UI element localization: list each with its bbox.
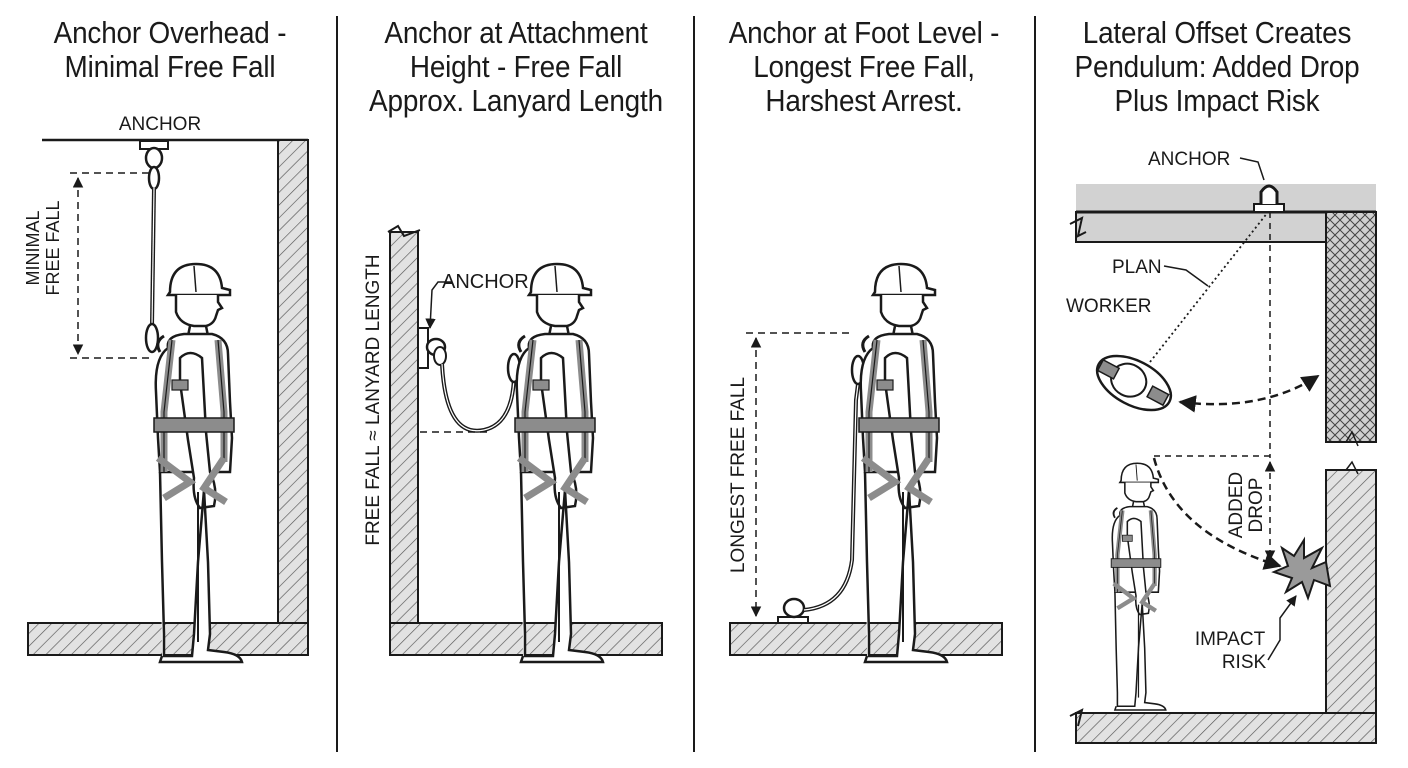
snap-hook-icon [144,322,160,354]
worker-figure [154,264,242,662]
impact-burst-icon [1271,536,1332,601]
anchor-label: ANCHOR [1148,149,1230,170]
anchor-ring-icon [1253,184,1285,213]
wall-upper [1325,211,1377,443]
panel-4-scene: ANCHOR PLAN WORKER ADDED DROP IMP [1066,149,1377,744]
plan-tether [1149,211,1269,363]
panel-3-title: Anchor at Foot Level - Longest Free Fall… [728,15,1000,118]
fall-label: LONGEST FREE FALL [728,377,749,573]
anchor-label: ANCHOR [119,114,201,135]
anchor-ring-icon [777,597,809,624]
panel-1-scene: ANCHOR MINIMAL FREE FALL [23,114,309,662]
impact-label-line2: RISK [1222,652,1267,673]
lanyard [803,383,860,612]
wall [389,231,419,624]
fall-label-line1: MINIMAL [23,210,43,285]
anchor-ring-icon [417,327,447,369]
plan-label: PLAN [1112,257,1162,278]
panel-2-scene: ANCHOR FREE FALL ≈ LANYARD LENGTH [363,224,663,662]
wall [277,139,309,624]
floor [1075,712,1377,744]
worker-figure [1111,463,1166,710]
worker-label: WORKER [1066,296,1152,317]
drop-label-line1: ADDED [1226,472,1247,539]
fall-label-line2: FREE FALL [43,200,63,295]
wall-lower [1325,469,1377,714]
panel-1-title: Anchor Overhead - Minimal Free Fall [53,15,287,84]
anchor-label: ANCHOR [442,271,529,293]
ceiling-slab [1076,184,1376,212]
swing-arrow [1178,374,1320,413]
panel-4-title: Lateral Offset Creates Pendulum: Added D… [1074,15,1360,118]
worker-figure [859,264,947,662]
fall-label: FREE FALL ≈ LANYARD LENGTH [363,254,384,545]
pendulum-swing-arrow [1152,457,1282,570]
drop-label-line2: DROP [1246,478,1267,533]
panel-2-title: Anchor at Attachment Height - Free Fall … [369,15,663,118]
floor [27,622,309,656]
worker-plan-icon [1095,354,1173,412]
impact-label-line1: IMPACT [1195,629,1266,650]
floor [729,622,1003,656]
anchor-ring-icon [139,140,169,191]
panel-3-scene: LONGEST FREE FALL [728,264,1003,662]
lanyard [440,363,516,433]
worker-figure [515,264,603,662]
